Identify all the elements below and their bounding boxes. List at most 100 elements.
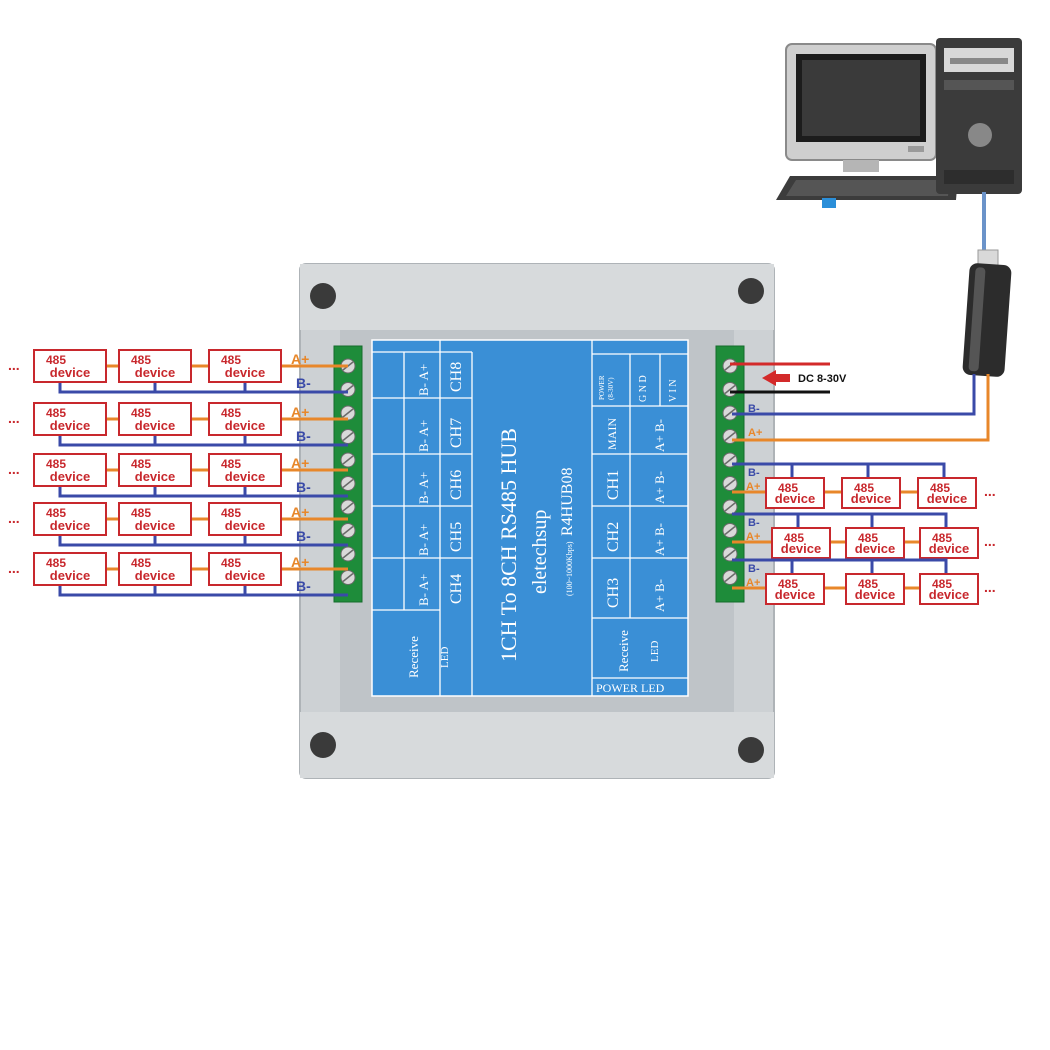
terminal-screw (340, 546, 356, 562)
ellipsis: ... (984, 533, 996, 549)
terminal-screw (722, 382, 738, 397)
ellipsis: ... (8, 560, 20, 576)
device-label: device (135, 568, 175, 583)
right-chain-3: 485device485device485deviceB-A+... (732, 558, 996, 605)
dc-voltage-label: DC 8-30V (798, 373, 847, 385)
device-label: device (50, 365, 90, 380)
mounting-hole-tl (310, 283, 336, 309)
device-box (845, 527, 905, 559)
device-label: device (855, 587, 895, 602)
terminal-screw (722, 523, 738, 538)
terminal-screw (722, 546, 738, 562)
device-number: 485 (46, 506, 66, 520)
terminal-screw (722, 499, 738, 515)
terminal-screw (340, 405, 356, 421)
label-power-led: POWER LED (596, 681, 665, 695)
device-box (765, 573, 825, 605)
pins-main: A+ B- (652, 419, 667, 452)
device-number: 485 (930, 481, 950, 495)
terminal-screw (340, 570, 356, 585)
ellipsis: ... (984, 579, 996, 595)
device-box (33, 349, 107, 383)
label-led-right: LED (649, 641, 661, 662)
label-ch3: CH3 (605, 578, 622, 608)
terminal-screw (340, 452, 356, 468)
device-box (208, 349, 282, 383)
device-box (841, 477, 901, 509)
device-number: 485 (778, 481, 798, 495)
device-number: 485 (221, 406, 241, 420)
device-number: 485 (778, 577, 798, 591)
terminal-screw (722, 570, 738, 585)
a-label: A+ (291, 504, 309, 520)
mounting-hole-br (738, 737, 764, 763)
label-ch6: CH6 (448, 470, 465, 500)
right-device-chains: 485device485device485deviceB-A+...485dev… (732, 462, 996, 605)
device-label: device (50, 568, 90, 583)
device-label: device (50, 469, 90, 484)
left-chain-2: 485device485device485deviceA+B-... (8, 402, 348, 447)
hub-speed: (100~1000Kbps) (565, 541, 574, 596)
label-vin: V I N (668, 379, 679, 402)
arrow-left-icon (762, 370, 790, 386)
label-ch7: CH7 (448, 418, 465, 448)
device-label: device (851, 491, 891, 506)
device-number: 485 (932, 531, 952, 545)
device-label: device (135, 418, 175, 433)
b-label: B- (296, 428, 311, 444)
device-number: 485 (131, 406, 151, 420)
device-box (33, 453, 107, 487)
device-box (33, 402, 107, 436)
b-wire (58, 486, 348, 498)
b-wire (58, 535, 348, 547)
main-b-wire (732, 374, 976, 416)
b-wire (732, 462, 946, 478)
device-label: device (135, 365, 175, 380)
label-gnd: G N D (638, 375, 649, 402)
label-ch8: CH8 (448, 362, 465, 392)
device-number: 485 (784, 531, 804, 545)
pins-ch6: B- A+ (416, 472, 431, 504)
b-label: B- (296, 479, 311, 495)
label-receive-left: Receive (406, 636, 421, 678)
terminal-screw (722, 429, 738, 444)
pins-ch5: B- A+ (416, 524, 431, 556)
device-box (919, 527, 979, 559)
device-box (208, 552, 282, 586)
terminal-screw (340, 523, 356, 538)
b-label: B- (748, 467, 760, 479)
device-box (765, 477, 825, 509)
device-box (208, 453, 282, 487)
device-label: device (135, 469, 175, 484)
pins-ch7: B- A+ (416, 420, 431, 452)
left-chain-5: 485device485device485deviceA+B-... (8, 552, 348, 597)
device-box (208, 502, 282, 536)
device-label: device (50, 518, 90, 533)
terminal-screw (722, 476, 738, 491)
ellipsis: ... (8, 510, 20, 526)
device-label: device (781, 541, 821, 556)
hub-label-panel: 1CH To 8CH RS485 HUB eletechsup R4HUB08 … (371, 339, 689, 697)
usb-adapter-icon (962, 192, 1012, 377)
pins-ch3: A+ B- (652, 579, 667, 612)
main-bus-wires: B- A+ (732, 374, 990, 442)
hub-model: R4HUB08 (559, 468, 576, 536)
mounting-hole-bl (310, 732, 336, 758)
a-label: A+ (291, 554, 309, 570)
device-label: device (855, 541, 895, 556)
device-number: 485 (46, 406, 66, 420)
device-box (118, 349, 192, 383)
right-terminal-block (715, 345, 745, 603)
left-chain-3: 485device485device485deviceA+B-... (8, 453, 348, 498)
device-number: 485 (131, 506, 151, 520)
b-label: B- (748, 517, 760, 529)
